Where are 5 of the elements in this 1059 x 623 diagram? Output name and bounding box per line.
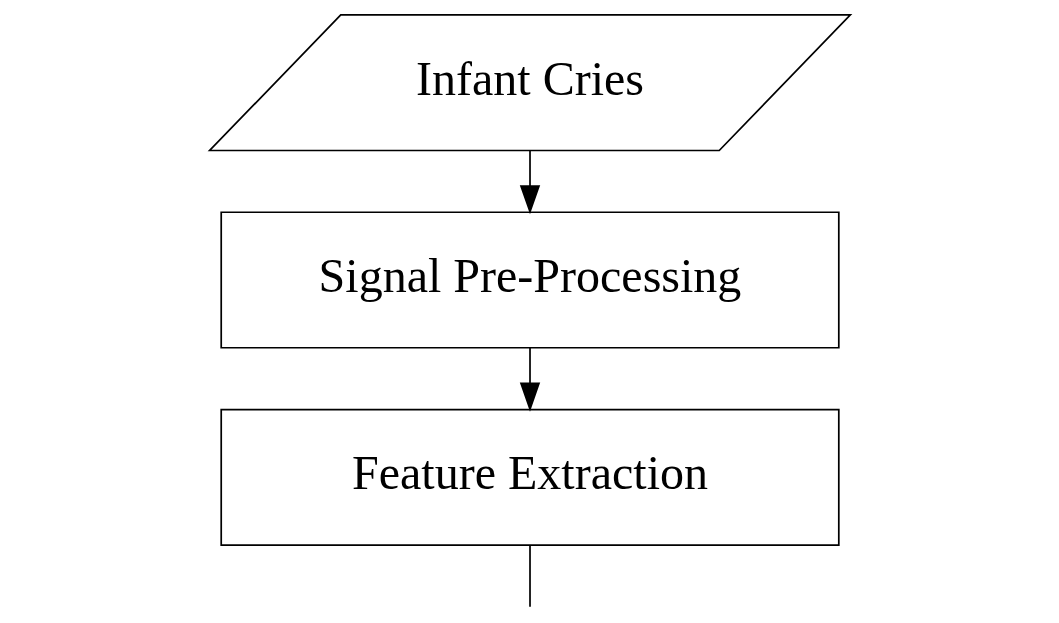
node-box: Feature Extraction: [219, 408, 840, 546]
arrow: [519, 347, 540, 412]
arrow: [519, 149, 540, 215]
connector: [528, 544, 531, 608]
node-box: Signal Pre-Processing: [219, 211, 840, 349]
